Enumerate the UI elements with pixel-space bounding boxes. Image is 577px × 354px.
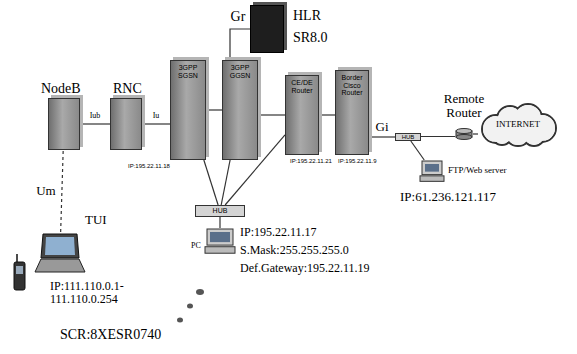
address-note: IP:195.22.11.18: [128, 163, 170, 170]
internet-cloud: INTERNET: [478, 103, 558, 147]
link-line: [258, 114, 285, 115]
server-icon: FTP/Web server: [420, 160, 444, 182]
address-note: IP:111.110.0.1- 111.110.0.254: [50, 280, 150, 306]
link-line: [421, 136, 455, 137]
node-label: HLR: [293, 8, 321, 23]
address-note: IP:195.22.11.17: [240, 226, 317, 239]
node-label: PC: [191, 242, 201, 251]
address-note: IP:195.22.11.9: [338, 158, 377, 165]
node-label: TUI: [85, 213, 107, 227]
node-label: Border Cisco Router: [336, 71, 368, 97]
address-note: IP:195.22.11.21: [290, 158, 332, 165]
address-note: S.Mask:255.255.255.0: [240, 244, 349, 257]
link-line: [230, 29, 250, 60]
link-line: [411, 141, 424, 160]
link-line: [61, 150, 64, 232]
node-label: Remote Router: [438, 92, 490, 121]
interface-label: Gi: [374, 120, 391, 134]
laptop-icon-drawing: [35, 232, 85, 274]
link-line: [206, 109, 222, 110]
router-icon-drawing: [455, 128, 473, 140]
node-label: RNC: [113, 81, 142, 96]
link-line: [219, 217, 220, 228]
router-icon: Remote Router: [455, 128, 473, 140]
link-line: [221, 160, 230, 205]
node-label: 3GPP GGSN: [223, 61, 257, 79]
router-box: Border Cisco Router: [335, 70, 369, 155]
node-label: INTERNET: [496, 120, 540, 130]
mobile-phone: [14, 254, 25, 290]
hub-box: HUB: [395, 133, 421, 141]
rnc-box: RNC: [110, 98, 142, 150]
pc-icon-drawing: [205, 228, 235, 254]
link-line: [80, 123, 110, 124]
interface-label: Iub: [88, 112, 103, 121]
hlr-box: HLRSR8.0: [250, 5, 284, 53]
node-label: HUB: [196, 206, 244, 216]
node-label: SR8.0: [293, 30, 328, 45]
router-box: CE/DE Router: [285, 75, 319, 155]
address-note: Def.Gateway:195.22.11.19: [240, 262, 370, 275]
node-label: 3GPP SGSN: [171, 61, 205, 79]
node-label: CE/DE Router: [286, 76, 318, 94]
node-label: NodeB: [41, 81, 81, 96]
mouse-dots: [177, 289, 204, 323]
server-icon-drawing: [420, 160, 444, 182]
link-line: [204, 160, 218, 205]
link-line: [319, 114, 335, 115]
link-line: [369, 136, 395, 137]
laptop-icon: TUI: [35, 232, 85, 274]
node-label: FTP/Web server: [448, 166, 507, 176]
ggsn-box: 3GPP GGSN: [222, 60, 258, 160]
link-line: [142, 123, 170, 124]
hub-box: HUB: [195, 205, 245, 217]
interface-label: Iu: [151, 112, 162, 121]
address-note: SCR:8XESR0740: [60, 327, 161, 342]
link-line: [473, 133, 478, 134]
interface-label: Gr: [229, 9, 248, 24]
node-label: HUB: [396, 134, 420, 140]
address-note: IP:61.236.121.117: [400, 190, 496, 204]
sgsn-box: 3GPP SGSN: [170, 60, 206, 160]
pc-icon: PC: [205, 228, 235, 254]
interface-label: Um: [34, 184, 58, 198]
base-station: NodeB: [48, 98, 80, 150]
